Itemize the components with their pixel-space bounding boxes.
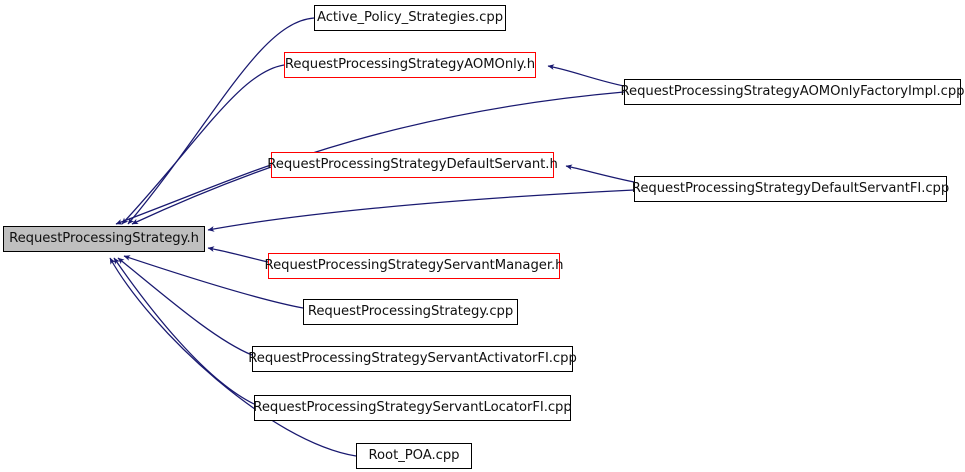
graph-node-label: RequestProcessingStrategyServantLocatorF…	[253, 400, 572, 416]
dependency-edge	[117, 257, 253, 356]
graph-node-rps_aomonly_factoryimpl_cpp[interactable]: RequestProcessingStrategyAOMOnlyFactoryI…	[620, 79, 965, 105]
graph-node-label: RequestProcessingStrategy.cpp	[307, 304, 514, 320]
dependency-edge	[115, 164, 272, 225]
graph-node-rps_servantlocatorfi_cpp[interactable]: RequestProcessingStrategyServantLocatorF…	[253, 395, 572, 421]
graph-node-rps_defaultservant_h[interactable]: RequestProcessingStrategyDefaultServant.…	[267, 152, 558, 178]
graph-node-label: RequestProcessingStrategyAOMOnly.h	[284, 57, 536, 73]
graph-node-label: Active_Policy_Strategies.cpp	[316, 10, 504, 26]
dependency-edge	[121, 64, 285, 225]
dependency-edge	[207, 189, 635, 232]
graph-node-label: Root_POA.cpp	[368, 448, 460, 464]
graph-node-rps_defaultservantfi_cpp[interactable]: RequestProcessingStrategyDefaultServantF…	[632, 176, 949, 202]
graph-node-label: RequestProcessingStrategyDefaultServantF…	[631, 181, 950, 197]
dependency-edge	[565, 164, 635, 183]
graph-node-rps_cpp[interactable]: RequestProcessingStrategy.cpp	[303, 299, 518, 325]
graph-node-root[interactable]: RequestProcessingStrategy.h	[3, 226, 205, 252]
graph-node-root_poa_cpp[interactable]: Root_POA.cpp	[356, 443, 472, 469]
graph-node-rps_servantmanager_h[interactable]: RequestProcessingStrategyServantManager.…	[265, 253, 564, 279]
graph-node-label: RequestProcessingStrategyServantActivato…	[248, 351, 577, 367]
dependency-edge	[113, 257, 255, 405]
graph-node-rps_servantactivatorfi_cpp[interactable]: RequestProcessingStrategyServantActivato…	[248, 346, 577, 372]
dependency-edge	[547, 64, 625, 87]
graph-node-label: RequestProcessingStrategyAOMOnlyFactoryI…	[620, 84, 965, 100]
graph-node-active_policy_strategies_cpp[interactable]: Active_Policy_Strategies.cpp	[314, 5, 506, 31]
dependency-edge	[127, 17, 315, 225]
graph-node-rps_aomonly_h[interactable]: RequestProcessingStrategyAOMOnly.h	[284, 52, 536, 78]
graph-node-label: RequestProcessingStrategy.h	[9, 231, 199, 247]
graph-node-label: RequestProcessingStrategyDefaultServant.…	[267, 157, 558, 173]
graph-node-label: RequestProcessingStrategyServantManager.…	[264, 258, 564, 274]
